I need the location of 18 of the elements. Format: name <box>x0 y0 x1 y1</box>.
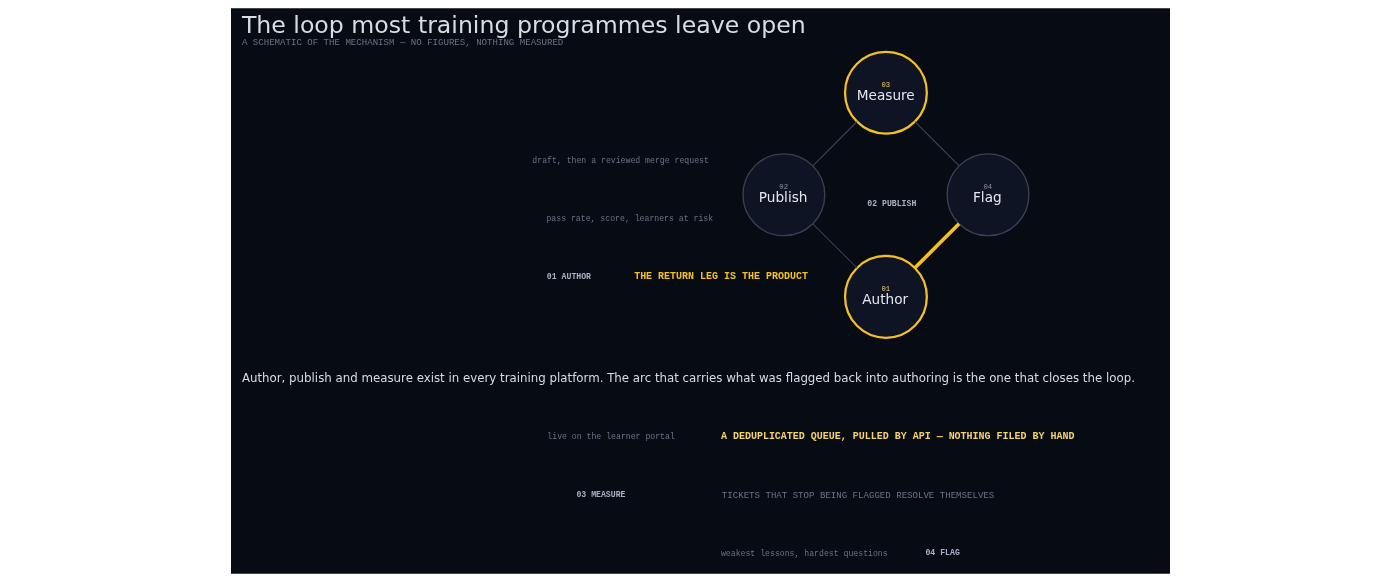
label: 01 AUTHOR <box>546 271 591 281</box>
label: 02 PUBLISH <box>866 198 916 208</box>
label: 03 MEASURE <box>575 489 625 499</box>
label: TICKETS THAT STOP BEING FLAGGED RESOLVE THEMSELVES <box>721 489 994 501</box>
diagram-title: The loop most training programmes leave open <box>241 11 806 40</box>
label: Author, publish and measure exist in every training platform. The arc that carries what was flagged back into authoring is the one that closes the loop. <box>241 371 1135 386</box>
connector <box>913 222 960 270</box>
label: draft, then a reviewed merge request <box>531 156 709 166</box>
caption: A SCHEMATIC OF THE MECHANISM — NO FIGURES, NOTHING MEASURED <box>241 37 563 49</box>
connector <box>811 223 857 269</box>
connector <box>811 121 857 167</box>
label: A DEDUPLICATED QUEUE, PULLED BY API — NOTHING FILED BY HAND <box>720 431 1074 443</box>
label: pass rate, score, learners at risk <box>545 214 713 224</box>
label: live on the learner portal <box>546 432 675 442</box>
label: weakest lessons, hardest questions <box>720 548 888 558</box>
label: THE RETURN LEG IS THE PRODUCT <box>633 271 808 283</box>
connector <box>913 121 959 167</box>
label: 04 FLAG <box>924 547 960 557</box>
